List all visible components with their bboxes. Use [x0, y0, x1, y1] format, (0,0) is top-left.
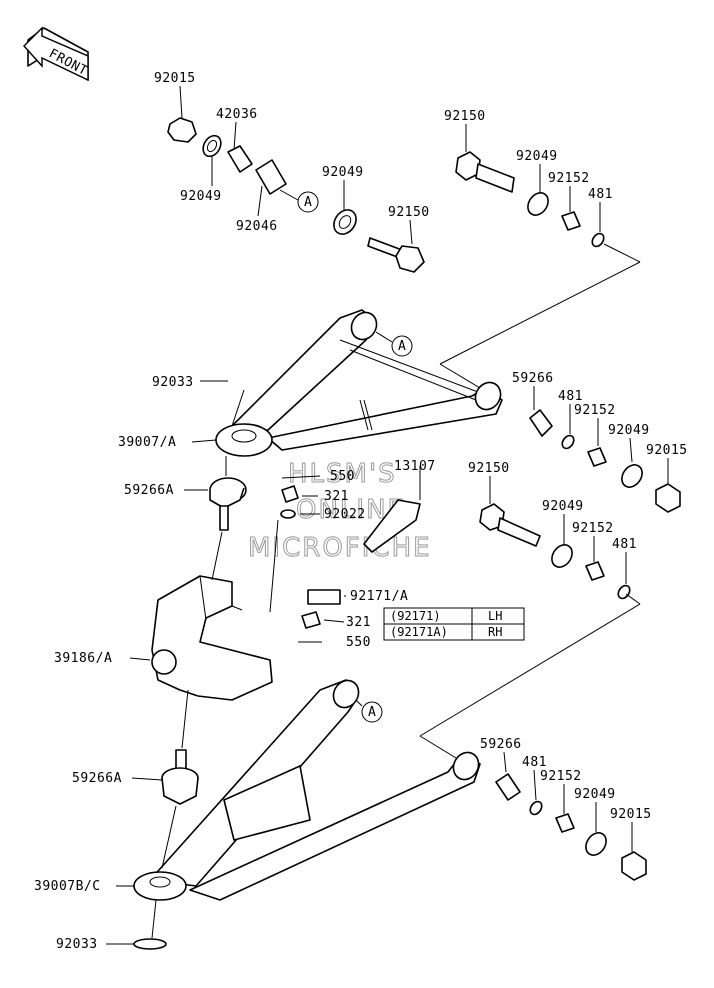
label-92150-c: 92150: [468, 461, 510, 476]
table-row-2-side: RH: [488, 625, 502, 639]
label-42036: 42036: [216, 107, 258, 122]
label-321-a: 321: [324, 489, 349, 504]
label-59266A-a: 59266A: [124, 483, 174, 498]
label-92015-top: 92015: [154, 71, 196, 86]
watermark-line-3: MICROFICHE: [248, 533, 432, 563]
label-92015-b: 92015: [646, 443, 688, 458]
bolt-group-top-right: [455, 151, 605, 248]
leader-lines: [106, 85, 669, 945]
label-13107: 13107: [394, 459, 436, 474]
label-92150-a: 92150: [388, 205, 430, 220]
callout-a-3-label: A: [368, 705, 376, 720]
label-92015-c: 92015: [610, 807, 652, 822]
callout-a-1: A: [279, 189, 319, 213]
callout-a-2-label: A: [398, 339, 406, 354]
label-59266-b: 59266: [480, 737, 522, 752]
label-481-c: 481: [612, 537, 637, 552]
label-92049-e: 92049: [542, 499, 584, 514]
label-92049-a: 92049: [180, 189, 222, 204]
label-92033-b: 92033: [56, 937, 98, 952]
part-labels: 92015 42036 92049 92046 92049 92150 9215…: [34, 71, 688, 952]
label-92152-b: 92152: [574, 403, 616, 418]
label-92046: 92046: [236, 219, 278, 234]
table-row-1-part: (92171): [390, 609, 441, 623]
label-59266-a: 59266: [512, 371, 554, 386]
front-arrow-icon: FRONT: [23, 26, 90, 82]
callout-a-2: A: [375, 331, 413, 357]
bushing-row-upper: [529, 409, 681, 513]
label-92150-b: 92150: [444, 109, 486, 124]
small-hardware: [280, 475, 421, 643]
label-481-b: 481: [558, 389, 583, 404]
label-39186a: 39186/A: [54, 651, 112, 666]
label-550-a: 550: [330, 469, 355, 484]
assembly-lines: [151, 243, 641, 939]
label-321-b: 321: [346, 615, 371, 630]
ball-joint-upper: [209, 477, 247, 531]
label-39007a: 39007/A: [118, 435, 176, 450]
label-92152-d: 92152: [540, 769, 582, 784]
table-row-2-part: (92171A): [390, 625, 448, 639]
label-92049-f: 92049: [574, 787, 616, 802]
label-92049-c: 92049: [516, 149, 558, 164]
label-92049-b: 92049: [322, 165, 364, 180]
upper-a-arm: [215, 309, 503, 457]
label-550-b: 550: [346, 635, 371, 650]
watermark-line-1: HLSM'S: [288, 459, 397, 489]
label-59266A-b: 59266A: [72, 771, 122, 786]
label-92171a: 92171/A: [350, 589, 408, 604]
label-92152-c: 92152: [572, 521, 614, 536]
ball-joint-lower: [161, 749, 199, 805]
label-92033-a: 92033: [152, 375, 194, 390]
bushing-group-top: [167, 117, 425, 273]
label-92049-d: 92049: [608, 423, 650, 438]
steering-knuckle: [151, 575, 273, 701]
callout-a-3: A: [355, 699, 383, 723]
label-92152-a: 92152: [548, 171, 590, 186]
label-39007bc: 39007B/C: [34, 879, 101, 894]
label-481-a: 481: [588, 187, 613, 202]
label-92022: 92022: [324, 507, 366, 522]
label-481-d: 481: [522, 755, 547, 770]
bushing-row-lower: [133, 773, 647, 950]
side-table: (92171) LH (92171A) RH: [383, 607, 525, 641]
lower-a-arm: [133, 679, 481, 901]
callout-a-1-label: A: [304, 195, 312, 210]
bushing-row-middle: [479, 503, 631, 600]
table-row-1-side: LH: [488, 609, 502, 623]
